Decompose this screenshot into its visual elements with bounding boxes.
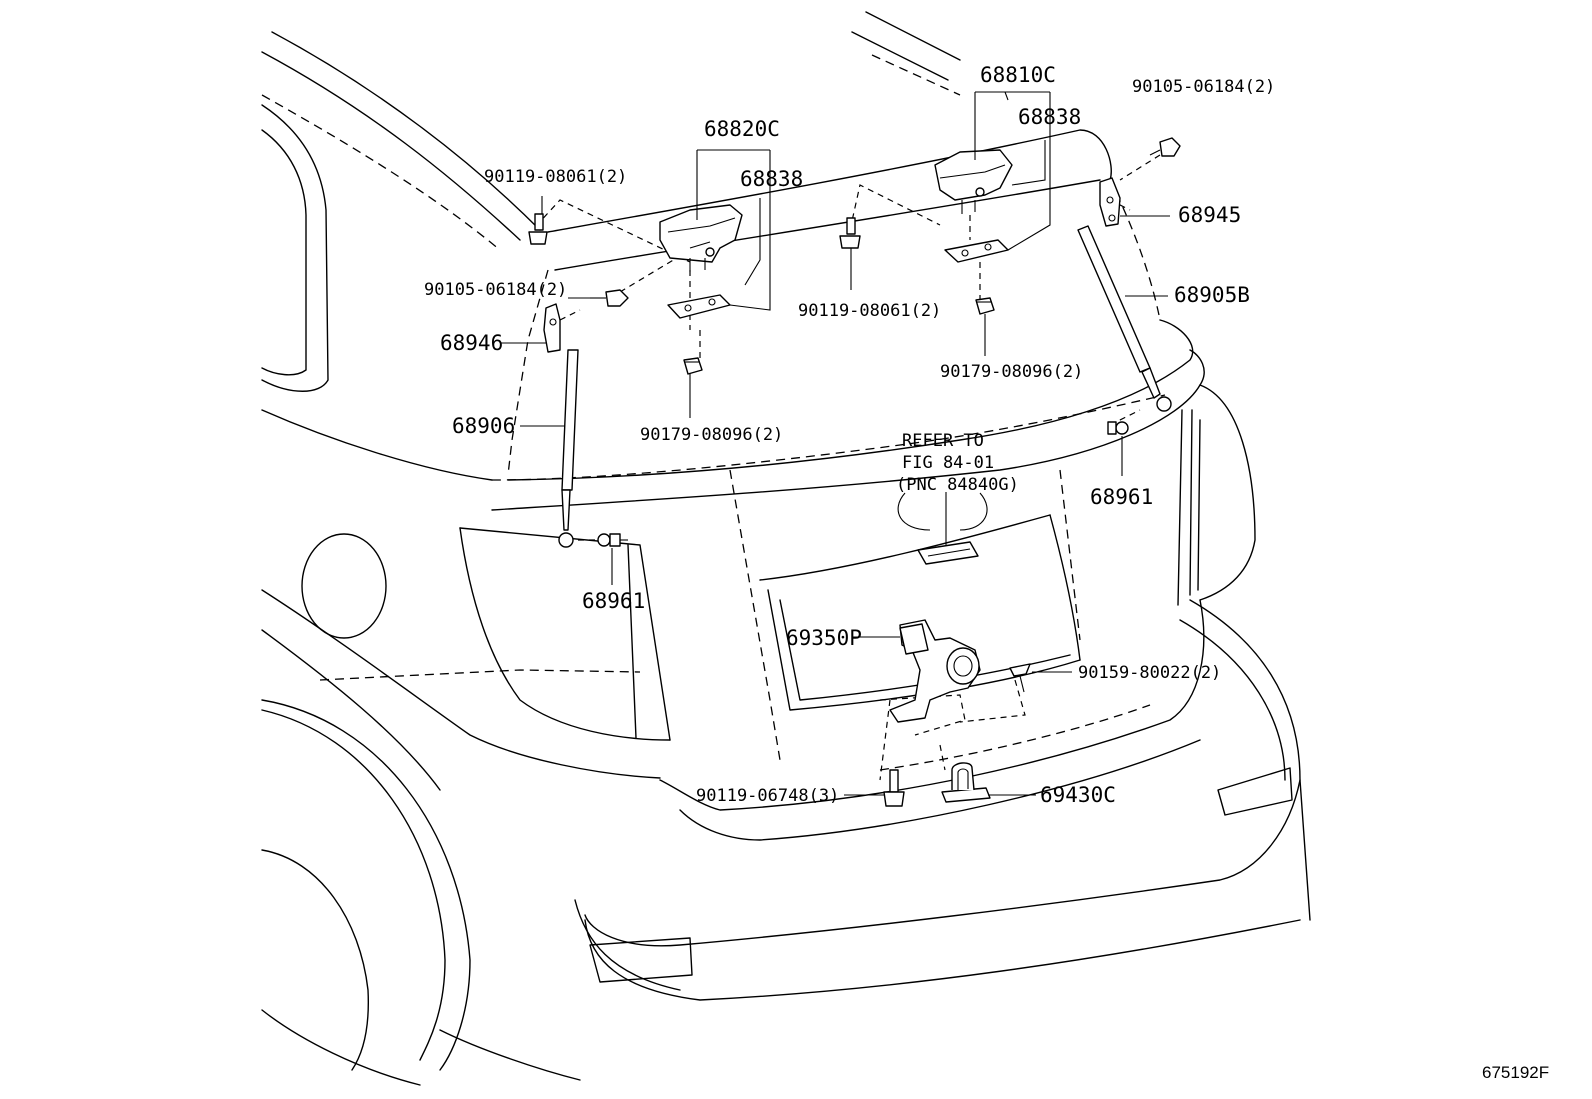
nut-90179-08096-right [975, 297, 995, 315]
label-68810C: 68810C [980, 63, 1056, 87]
label-69350P: 69350P [786, 626, 862, 650]
bolt-90119-08061-left [528, 213, 548, 245]
latch-69350P [889, 619, 981, 723]
hinge-plate-68838-right [944, 239, 1009, 263]
refer-to-line1: REFER TO [902, 431, 984, 451]
leader-lines [500, 91, 1170, 796]
gas-strut-68906 [558, 349, 579, 548]
label-68820C: 68820C [704, 117, 780, 141]
label-68838-right: 68838 [1018, 105, 1081, 129]
bolt-90119-08061-mid [839, 217, 861, 268]
ball-stud-68961-right [1107, 421, 1129, 435]
refer-to-line3: (PNC 84840G) [896, 475, 1019, 495]
label-68905B: 68905B [1174, 283, 1250, 307]
hinge-plate-68838-left [667, 294, 731, 319]
bolt-90119-06748 [883, 769, 905, 807]
hinge-68810C [934, 149, 1013, 214]
hinge-68820C [659, 204, 743, 272]
label-90105-06184-top: 90105-06184(2) [1132, 77, 1275, 97]
figure-code: 675192F [1482, 1063, 1549, 1082]
label-90159-80022: 90159-80022(2) [1078, 663, 1221, 683]
label-68946: 68946 [440, 331, 503, 355]
bracket-68945 [1099, 177, 1121, 227]
label-90179-08096-right: 90179-08096(2) [940, 362, 1083, 382]
nut-90179-08096-left [683, 357, 703, 375]
screw-90159-80022 [1009, 663, 1031, 693]
bracket-68946 [543, 303, 561, 353]
part-labels: 68810C 68838 90105-06184(2) 68820C 68838… [424, 63, 1549, 1082]
handle-84840G [917, 541, 979, 565]
label-68906: 68906 [452, 414, 515, 438]
ball-stud-68961-left [597, 533, 628, 547]
label-90119-06748: 90119-06748(3) [696, 786, 839, 806]
gas-strut-68905B [1077, 225, 1172, 412]
refer-to-line2: FIG 84-01 [902, 453, 994, 473]
label-68945: 68945 [1178, 203, 1241, 227]
label-69430C: 69430C [1040, 783, 1116, 807]
label-90179-08096-left: 90179-08096(2) [640, 425, 783, 445]
bolt-90105-06184-top [1149, 137, 1181, 157]
label-90119-08061-left: 90119-08061(2) [484, 167, 627, 187]
label-68961-right: 68961 [1090, 485, 1153, 509]
label-90119-08061-mid: 90119-08061(2) [798, 301, 941, 321]
assembly-guide-lines [535, 154, 1161, 781]
label-90105-06184-left: 90105-06184(2) [424, 280, 567, 300]
label-68961-left: 68961 [582, 589, 645, 613]
vehicle-body-outline [261, 11, 1311, 1086]
striker-69430C [941, 762, 991, 803]
bolt-90105-06184-left [590, 289, 629, 307]
label-68838-left: 68838 [740, 167, 803, 191]
